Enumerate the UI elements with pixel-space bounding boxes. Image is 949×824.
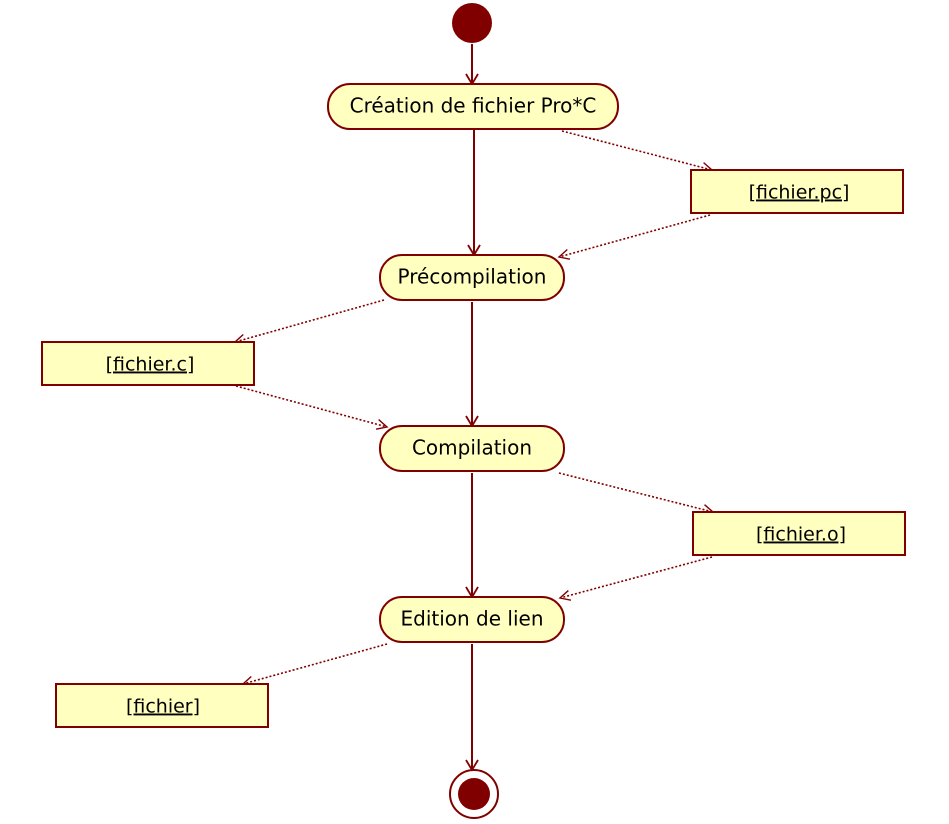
objflow-fichier-o-to-edition <box>558 556 713 601</box>
control-flows <box>465 44 481 772</box>
object-label: [fichier.o] <box>756 524 846 546</box>
objflow-edition-to-fichier <box>241 643 388 687</box>
objflow-compilation-to-fichier-o <box>558 472 715 516</box>
final-node-icon <box>449 769 499 819</box>
object-label: [fichier.c] <box>106 354 195 376</box>
object-fichier-pc: [fichier.pc] <box>690 169 904 214</box>
object-fichier: [fichier] <box>55 683 269 728</box>
object-fichier-c: [fichier.c] <box>41 341 255 386</box>
activity-creation: Création de fichier Pro*C <box>327 83 619 130</box>
object-fichier-o: [fichier.o] <box>692 511 906 556</box>
object-flows <box>233 130 715 687</box>
activity-label: Création de fichier Pro*C <box>350 94 597 118</box>
initial-node-icon <box>452 3 492 43</box>
objflow-fichier-pc-to-precompilation <box>557 214 711 260</box>
activity-label: Précompilation <box>398 265 547 289</box>
activity-label: Compilation <box>412 436 532 460</box>
object-label: [fichier] <box>126 696 200 718</box>
activity-precompilation: Précompilation <box>379 254 565 301</box>
activity-label: Edition de lien <box>400 607 543 631</box>
activity-compilation: Compilation <box>379 425 565 472</box>
objflow-precompilation-to-fichier-c <box>233 299 385 345</box>
objflow-fichier-c-to-compilation <box>235 385 389 430</box>
object-label: [fichier.pc] <box>749 182 850 204</box>
activity-edition: Edition de lien <box>379 596 565 643</box>
objflow-creation-to-fichier-pc <box>561 130 714 174</box>
